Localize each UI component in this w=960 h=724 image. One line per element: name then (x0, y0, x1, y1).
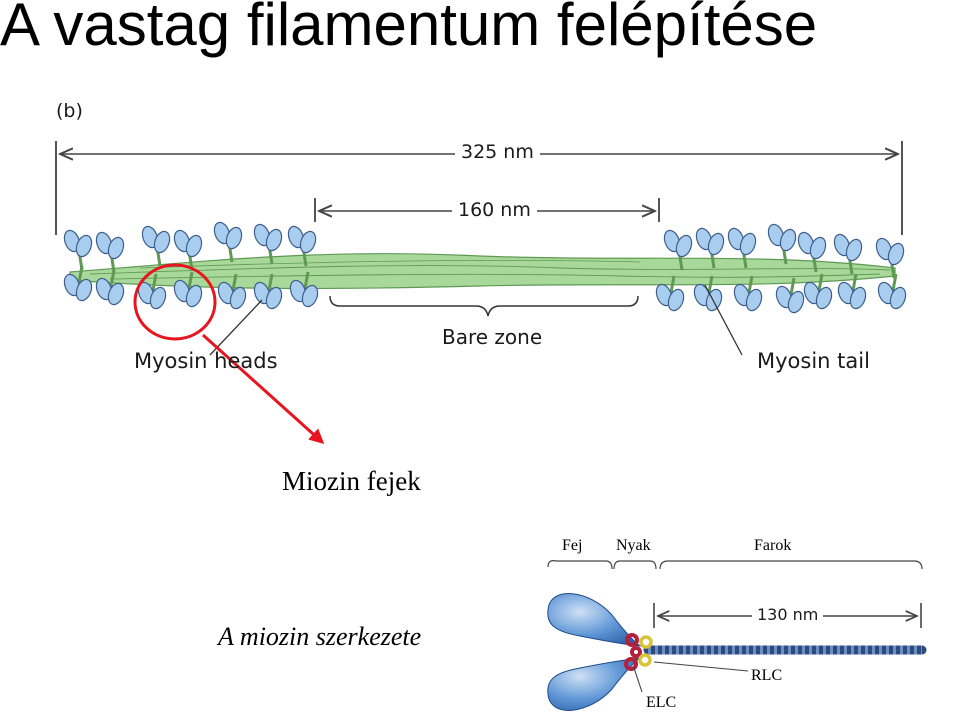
panel-label: (b) (56, 100, 83, 122)
bare-length-label: 160 nm (452, 199, 537, 221)
rlc-light-chain (638, 635, 653, 667)
filament-body (69, 253, 896, 290)
tail-length-label: 130 nm (752, 605, 824, 624)
myosin-tail-label: Myosin tail (757, 349, 870, 373)
bare-zone-brace (329, 295, 639, 317)
elc-label: ELC (646, 694, 677, 711)
region-neck-label: Nyak (616, 537, 651, 554)
region-head-label: Fej (562, 537, 583, 554)
heads-callout-circle (133, 263, 217, 341)
tail-pointer-line (704, 284, 743, 356)
bare-zone-label: Bare zone (442, 325, 543, 349)
myosin-head-upper (547, 593, 642, 647)
total-length-label: 325 nm (455, 141, 540, 163)
callout-label: Miozin fejek (282, 466, 421, 496)
heads-pointer-line (209, 299, 263, 356)
region-tail-label: Farok (754, 537, 792, 554)
myosin-heads-label: Myosin heads (134, 349, 278, 373)
molecule-caption: A miozin szerkezete (218, 622, 422, 651)
myosin-molecule (547, 560, 927, 711)
callout-arrow (201, 333, 325, 445)
rlc-label: RLC (751, 667, 783, 684)
elc-light-chain (624, 633, 642, 671)
slide-title: A vastag filamentum felépítése (0, 0, 818, 58)
myosin-heads-group (63, 221, 907, 314)
